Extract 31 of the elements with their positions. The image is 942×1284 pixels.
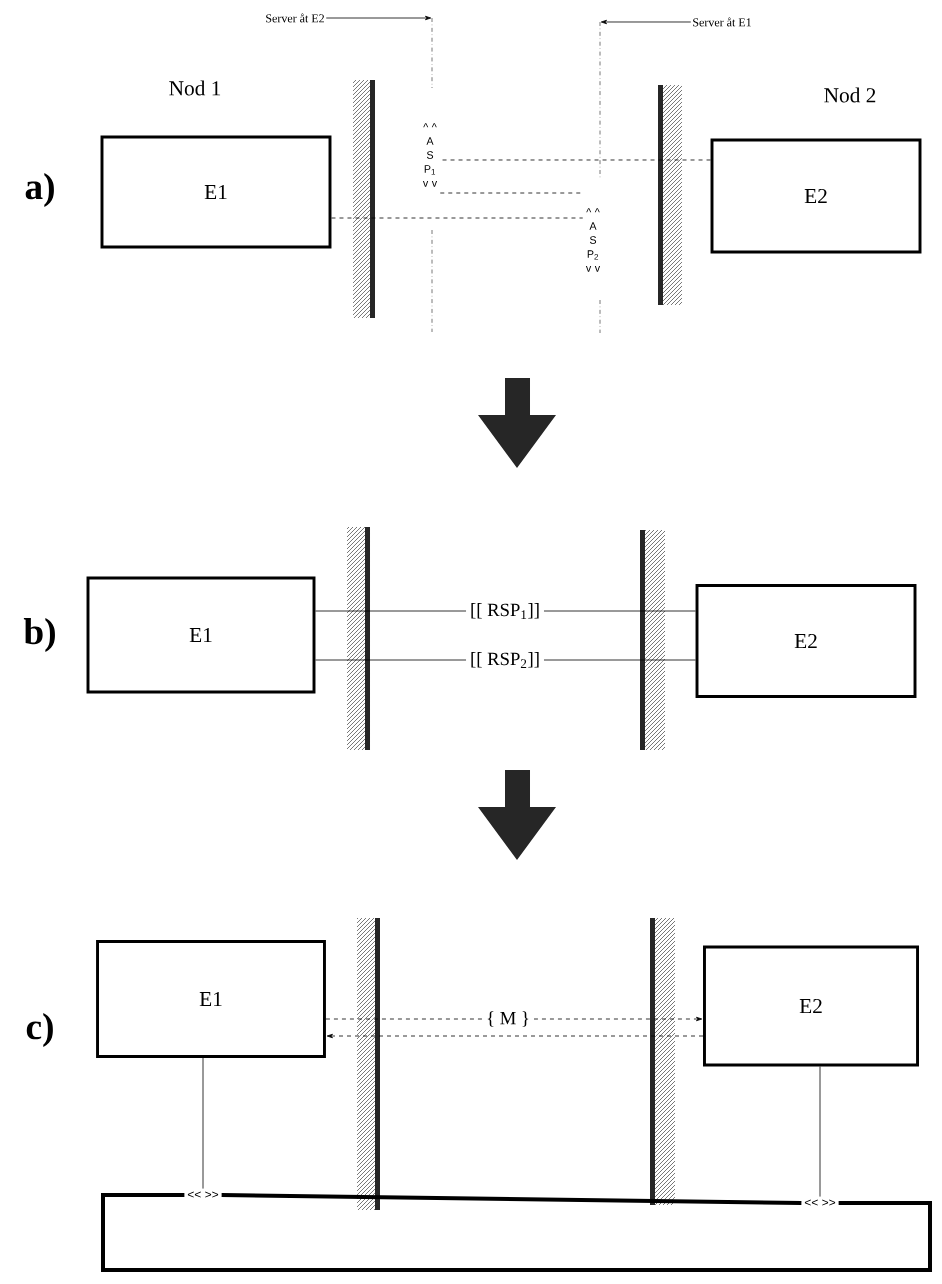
connector — [315, 659, 696, 661]
connector — [439, 159, 711, 161]
node-label: Nod 1 — [169, 80, 221, 96]
pointer-label: Server åt E2 — [266, 13, 324, 23]
entity-box: E2 — [703, 945, 919, 1067]
edge-label: { M } — [482, 1007, 534, 1031]
edge-label: [[ RSP$_{1}$]] — [466, 599, 544, 623]
entity-box: E2 — [710, 138, 922, 254]
connector — [439, 192, 584, 194]
panel-letter: a) — [25, 173, 54, 207]
entity-box: E1 — [96, 940, 326, 1058]
connector — [600, 19, 692, 25]
connector — [325, 1016, 703, 1022]
entity-box: E1 — [86, 576, 316, 694]
connector-label: << >> — [187, 1191, 219, 1198]
connector — [326, 1033, 704, 1039]
connector — [819, 1066, 821, 1197]
pointer-label: Server åt E1 — [693, 17, 751, 27]
connector — [315, 610, 696, 612]
connector-label: << >> — [804, 1199, 836, 1206]
connector — [202, 1057, 204, 1189]
entity-box: E1 — [100, 135, 332, 249]
panel-letter: c) — [26, 1013, 53, 1047]
connector — [221, 1193, 802, 1205]
vertical-label: ^ ^ A S P$_{2}$ v v — [585, 208, 601, 272]
edge-label: [[ RSP$_{2}$]] — [466, 648, 544, 672]
connector — [325, 15, 432, 21]
connector — [101, 1193, 932, 1272]
node-label: Nod 2 — [824, 87, 876, 103]
entity-box: E2 — [695, 584, 917, 698]
vertical-label: ^ ^ A S P$_{1}$ v v — [422, 123, 438, 187]
